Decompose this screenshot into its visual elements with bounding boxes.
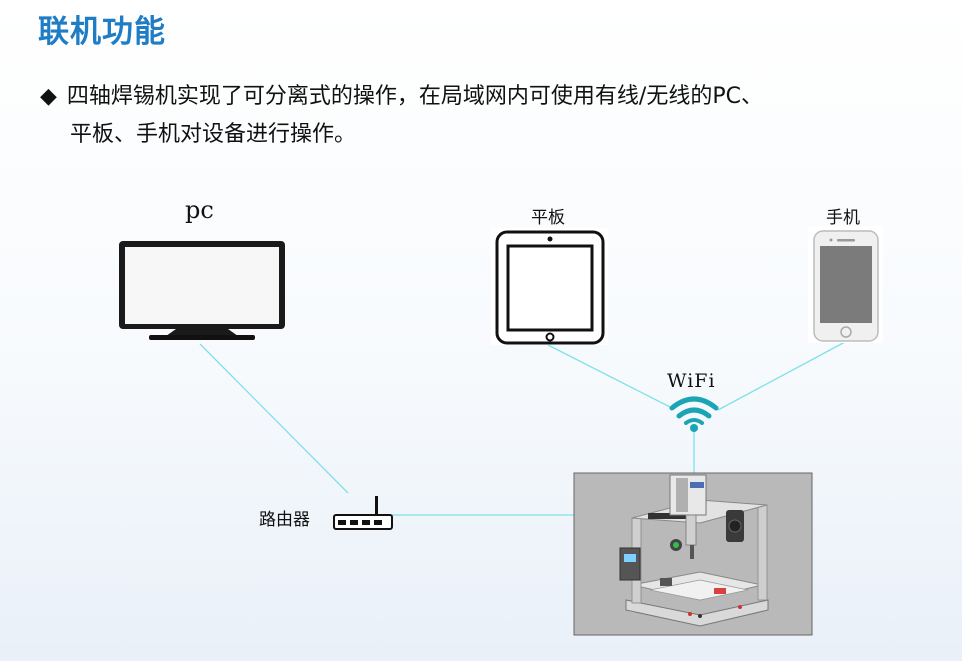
tablet-icon <box>491 228 608 345</box>
description-line-1: 四轴焊锡机实现了可分离式的操作，在局域网内可使用有线/无线的PC、 <box>66 84 763 109</box>
tablet-label: 平板 <box>531 208 565 228</box>
description: ◆ 四轴焊锡机实现了可分离式的操作，在局域网内可使用有线/无线的PC、 平板、手机… <box>40 78 940 154</box>
description-line-2: 平板、手机对设备进行操作。 <box>70 122 357 147</box>
soldering-machine-image <box>573 472 813 636</box>
line-tablet-wifi <box>547 344 673 409</box>
page-title: 联机功能 <box>38 14 166 50</box>
router-label: 路由器 <box>259 510 310 530</box>
connection-lines <box>199 341 846 516</box>
router-icon <box>333 496 393 530</box>
bullet-diamond: ◆ <box>40 84 57 109</box>
monitor-icon <box>119 241 285 340</box>
smartphone-icon <box>808 226 883 343</box>
phone-label: 手机 <box>826 208 860 228</box>
line-phone-wifi <box>717 341 846 411</box>
pc-label: pc <box>185 196 214 224</box>
wifi-label: WiFi <box>667 370 716 392</box>
line-pc-router <box>199 343 349 494</box>
wifi-icon <box>669 396 719 432</box>
